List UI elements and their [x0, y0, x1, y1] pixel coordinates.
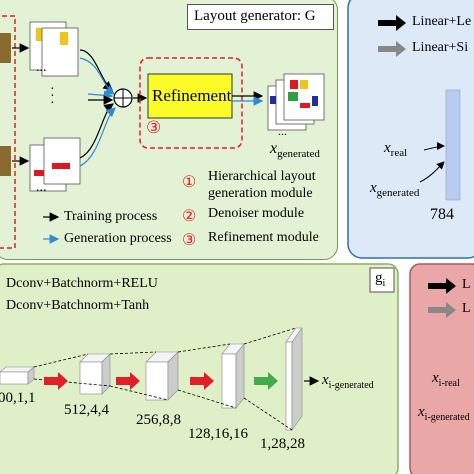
legend-3-text: Refinement module	[208, 230, 319, 245]
layout-pages-top	[29, 21, 79, 77]
generation-process-label: Generation process	[64, 231, 172, 246]
loss-input-gen-x: x	[418, 404, 425, 420]
gi-title-box	[369, 267, 395, 293]
disc-legend-2: Linear+Si	[412, 40, 469, 55]
dconv-relu-arrow-2	[116, 372, 140, 390]
gi-title: gi	[375, 270, 385, 289]
legend-1-text: Hierarchical layout generation module	[208, 168, 316, 202]
generator-dots-output: ...	[278, 124, 287, 138]
discriminator-panel	[347, 0, 474, 259]
generated-output-label: xgenerated	[270, 140, 320, 160]
gi-layer-input	[0, 366, 35, 385]
loss-input-generated: xi-generated	[418, 404, 470, 423]
refinement-number: ③	[146, 118, 162, 137]
loss-input-real: xi-real	[432, 370, 460, 389]
generated-layout-pages	[267, 73, 325, 131]
generator-title: Layout generator: G	[194, 8, 316, 24]
disc-x-real: xreal	[384, 140, 407, 159]
gi-layer-512	[79, 353, 111, 395]
refinement-box	[147, 73, 233, 119]
discriminator-input-layer	[445, 89, 461, 201]
generated-output-sub: generated	[277, 148, 320, 161]
gi-panel	[0, 263, 399, 474]
brown-block-bottom	[0, 146, 11, 176]
dconv-relu-arrow-1	[44, 372, 68, 390]
gi-output-label: xi-generated	[322, 372, 374, 391]
generator-dots-top: ...	[36, 60, 47, 75]
legend-1-line1: Hierarchical layout	[208, 169, 316, 184]
gi-title-main: g	[375, 270, 383, 286]
gi-title-sub: i	[382, 278, 386, 289]
loss-input-gen-sub: i-generated	[424, 412, 470, 423]
generated-output-x: x	[270, 140, 278, 157]
gi-output-sub: i-generated	[328, 380, 374, 391]
gi-layer-label-4: 1,28,28	[260, 436, 305, 452]
legend-2-num: ②	[182, 208, 197, 225]
gi-layer-label-0: 00,1,1	[0, 390, 36, 406]
gi-layer-label-3: 128,16,16	[188, 426, 248, 442]
gi-layer-1	[285, 327, 303, 431]
gi-legend-2: Dconv+Batchnorm+Tanh	[6, 298, 150, 313]
dconv-tanh-arrow	[254, 372, 278, 390]
gi-layer-label-2: 256,8,8	[136, 412, 181, 428]
training-process-label: Training process	[64, 209, 158, 224]
disc-x-gen-sub: generated	[376, 187, 420, 199]
loss-input-real-sub: i-real	[438, 378, 460, 389]
gi-layer-128	[221, 343, 245, 409]
legend-1-line2: generation module	[208, 186, 313, 201]
gi-layer-label-1: 512,4,4	[64, 402, 109, 418]
disc-legend-1: Linear+Le	[412, 14, 472, 29]
sum-node	[113, 88, 133, 108]
disc-x-generated: xgenerated	[370, 180, 419, 199]
refinement-label: Refinement	[152, 86, 232, 105]
generator-dots-bottom: ...	[36, 180, 47, 195]
disc-dim: 784	[430, 206, 454, 223]
gi-legend-1: Dconv+Batchnorm+RELU	[6, 276, 158, 291]
dconv-relu-arrow-3	[190, 372, 214, 390]
loss-panel	[409, 263, 474, 474]
gi-layer-256	[145, 351, 179, 401]
brown-block-top	[0, 33, 11, 63]
loss-input-real-x: x	[432, 370, 439, 386]
generator-title-box	[187, 4, 334, 30]
generator-vdots: ···	[50, 82, 55, 111]
layout-pages-bottom	[29, 137, 81, 192]
legend-1-num: ①	[182, 174, 197, 191]
gi-output-x: x	[322, 372, 329, 388]
disc-x-real-x: x	[384, 140, 391, 156]
hierarchical-module-outline	[0, 15, 16, 249]
legend-3-num: ③	[182, 232, 197, 249]
disc-x-real-sub: real	[390, 147, 408, 159]
loss-legend-1: L	[462, 277, 471, 292]
refinement-module-outline	[139, 57, 243, 149]
loss-legend-2: L	[462, 301, 471, 316]
legend-2-text: Denoiser module	[208, 206, 305, 221]
disc-x-gen-x: x	[370, 180, 377, 196]
